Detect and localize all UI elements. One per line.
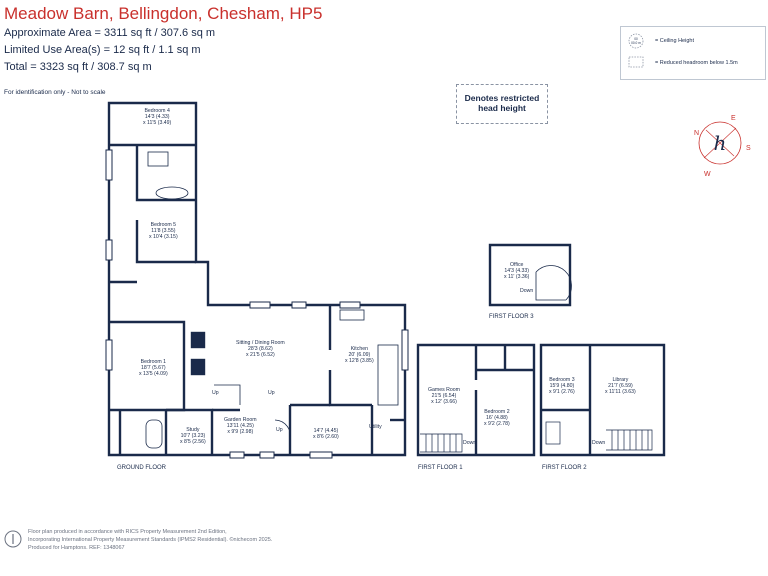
room-bedroom4: Bedroom 4 14'3 (4.33) x 11'5 (3.49) <box>143 108 171 126</box>
restricted-line1: Denotes restricted <box>464 93 540 103</box>
room-name: Sitting / Dining Room <box>236 340 285 346</box>
ground-floor-windows <box>105 149 409 459</box>
room-bedroom1: Bedroom 1 18'7 (5.67) x 13'5 (4.09) <box>139 359 168 377</box>
room-dims: 11'8 (3.55) <box>151 228 176 234</box>
footer-line2: Incorporating International Property Mea… <box>28 537 273 543</box>
first-floor2-stairs <box>545 421 653 451</box>
compass-e: E <box>731 115 736 122</box>
room-bedroom5: Bedroom 5 11'8 (3.55) x 10'4 (3.15) <box>149 222 178 240</box>
svg-text:00: 00 <box>634 37 638 41</box>
logo-letter: h <box>714 131 727 155</box>
approximate-area: Approximate Area = 3311 sq ft / 307.6 sq… <box>4 27 216 39</box>
room-dims: 20' (6.09) <box>348 352 371 358</box>
room-dims: 16' (4.88) <box>486 415 508 421</box>
room-kitchen: Kitchen 20' (6.09) x 12'8 (3.85) <box>345 346 374 364</box>
first-floor2-walls <box>539 343 666 457</box>
room-name: Bedroom 4 <box>144 108 170 114</box>
room-dims: 14'3 (4.33) <box>504 268 530 274</box>
room-name: Games Room <box>428 387 460 393</box>
room-name: Bedroom 5 <box>150 222 177 228</box>
room-dims: 21'7 (6.59) <box>608 383 633 389</box>
room-dims: 28'3 (8.62) <box>248 346 273 352</box>
footer-line1: Floor plan produced in accordance with R… <box>28 529 227 535</box>
first-floor3-stair <box>535 265 572 301</box>
room-garden: Garden Room 13'11 (4.25) x 9'9 (2.98) <box>224 417 257 435</box>
compass-w: W <box>704 171 711 178</box>
first-floor2-label: FIRST FLOOR 2 <box>542 465 587 471</box>
compass-n: N <box>694 130 699 137</box>
room-name: Bedroom 1 <box>140 359 167 365</box>
room-study: Study 10'7 (3.23) x 8'5 (2.56) <box>180 427 206 445</box>
room-games: Games Room 21'5 (6.54) x 12' (3.66) <box>428 387 460 405</box>
restricted-height-note: Denotes restricted head height <box>456 84 548 124</box>
room-name: Study <box>186 427 200 433</box>
stair-up-label: Up <box>212 390 219 396</box>
footer-notes: Floor plan produced in accordance with R… <box>28 528 272 552</box>
room-dims: x 12'8 (3.85) <box>345 358 374 364</box>
room-unlabelled: 14'7 (4.45) x 8'6 (2.60) <box>313 428 339 440</box>
room-dims: x 9'2 (2.78) <box>484 421 510 427</box>
ground-floor-label: GROUND FLOOR <box>117 465 167 471</box>
ground-floor-walls <box>107 101 407 457</box>
nichecom-logo <box>4 530 22 548</box>
legend-ceiling-height: = Ceiling Height <box>655 38 694 44</box>
room-name: Kitchen <box>350 346 368 352</box>
room-name: Utility <box>369 424 382 430</box>
room-dims: x 12' (3.66) <box>431 399 457 405</box>
property-title: Meadow Barn, Bellingdon, Chesham, HP5 <box>4 4 323 23</box>
room-dims: 15'9 (4.80) <box>549 383 575 389</box>
room-office: Office 14'3 (4.33) x 11' (3.36) <box>504 262 529 280</box>
footer-line3: Produced for Hamptons. REF: 1348067 <box>28 545 125 551</box>
first-floor3-walls <box>488 243 572 307</box>
ground-floor-fixtures <box>145 151 399 449</box>
room-sitting-dining: Sitting / Dining Room 28'3 (8.62) x 21'5… <box>236 340 285 358</box>
room-name: Bedroom 3 <box>549 377 575 383</box>
room-dims: 10'7 (3.23) <box>180 433 206 439</box>
first-floor1-stairs <box>420 433 463 453</box>
legend-reduced-headroom: = Reduced headroom below 1.5m <box>655 60 738 66</box>
room-bedroom3: Bedroom 3 15'9 (4.80) x 9'1 (2.76) <box>549 377 575 395</box>
room-name: Office <box>509 262 524 268</box>
room-dims: 21'5 (6.54) <box>431 393 457 399</box>
room-dims: x 8'6 (2.60) <box>313 434 339 440</box>
room-dims: x 11'11 (3.63) <box>605 389 636 395</box>
room-dims: 18'7 (5.67) <box>141 365 166 371</box>
room-dims: x 21'5 (6.52) <box>246 352 275 358</box>
stair-up-label: Up <box>268 390 275 396</box>
svg-text:00.0 m: 00.0 m <box>631 41 641 45</box>
stair-up-label: Up <box>276 427 283 433</box>
room-dims: 14'7 (4.45) <box>313 428 339 434</box>
identification-note: For identification only - Not to scale <box>4 89 106 96</box>
first-floor1-walls <box>416 343 536 457</box>
legend-box: 00 00.0 m = Ceiling Height = Reduced hea… <box>620 26 766 80</box>
room-dims: x 9'9 (2.98) <box>227 429 254 435</box>
stair-down-label: Down <box>520 288 534 294</box>
compass-s: S <box>746 145 751 152</box>
ceiling-height-symbol <box>628 33 644 49</box>
room-dims: 14'3 (4.33) <box>144 114 170 120</box>
stair-down-label: Down <box>463 440 477 446</box>
room-name: Garden Room <box>224 417 257 423</box>
total-area: Total = 3323 sq ft / 308.7 sq m <box>4 61 152 73</box>
room-dims: x 9'1 (2.76) <box>549 389 575 395</box>
room-utility: Utility <box>369 424 382 430</box>
room-dims: x 13'5 (4.09) <box>139 371 168 377</box>
first-floor3-label: FIRST FLOOR 3 <box>489 314 534 320</box>
room-name: Bedroom 2 <box>484 409 510 415</box>
first-floor1-label: FIRST FLOOR 1 <box>418 465 463 471</box>
compass-rose: h N S E W <box>694 115 751 178</box>
room-bedroom2: Bedroom 2 16' (4.88) x 9'2 (2.78) <box>484 409 510 427</box>
reduced-headroom-symbol <box>628 56 644 68</box>
room-dims: x 11'5 (3.49) <box>143 120 172 126</box>
room-dims: x 10'4 (3.15) <box>149 234 178 240</box>
limited-use-area: Limited Use Area(s) = 12 sq ft / 1.1 sq … <box>4 44 201 56</box>
stair-down-label: Down <box>592 440 606 446</box>
room-dims: x 11' (3.36) <box>504 274 530 280</box>
room-dims: x 8'5 (2.56) <box>180 439 206 445</box>
room-library: Library 21'7 (6.59) x 11'11 (3.63) <box>605 377 636 395</box>
restricted-line2: head height <box>478 103 526 113</box>
room-dims: 13'11 (4.25) <box>226 423 254 429</box>
room-name: Library <box>612 377 629 383</box>
